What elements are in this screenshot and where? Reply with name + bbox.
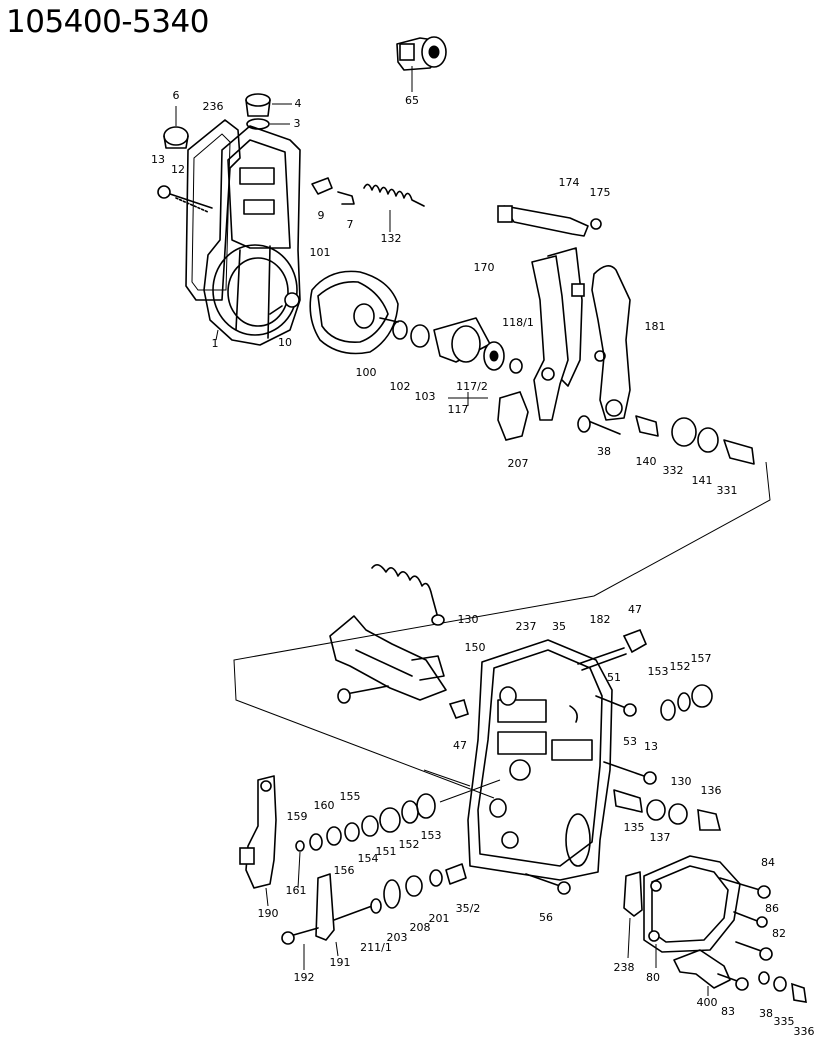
part-label: 130	[458, 613, 479, 626]
part-label: 35	[552, 620, 566, 633]
part-label: 336	[794, 1025, 815, 1038]
part-label: 65	[405, 94, 419, 107]
part-label: 117	[448, 403, 469, 416]
part-label: 80	[646, 971, 660, 984]
part-label: 47	[628, 603, 642, 616]
part-label: 332	[663, 464, 684, 477]
part-label: 153	[421, 829, 442, 842]
part-label: 201	[429, 912, 450, 925]
part-label: 83	[721, 1005, 735, 1018]
part-label: 53	[623, 735, 637, 748]
part-label: 190	[258, 907, 279, 920]
part-label: 237	[516, 620, 537, 633]
part-label: 191	[330, 956, 351, 969]
part-label: 12	[171, 163, 185, 176]
part-label: 152	[670, 660, 691, 673]
part-label: 160	[314, 799, 335, 812]
part-label: 47	[453, 739, 467, 752]
part-label: 6	[173, 89, 180, 102]
part-label: 38	[759, 1007, 773, 1020]
part-label: 38	[597, 445, 611, 458]
main-housing-drawing	[448, 628, 722, 881]
part-label: 170	[474, 261, 495, 274]
part-label: 136	[701, 784, 722, 797]
part-label: 86	[765, 902, 779, 915]
part-label: 3	[294, 117, 301, 130]
part-label: 10	[278, 336, 292, 349]
part-label: 100	[356, 366, 377, 379]
part-label: 141	[692, 474, 713, 487]
part-label: 175	[590, 186, 611, 199]
part-label: 9	[318, 209, 325, 222]
part-label: 161	[286, 884, 307, 897]
tension-lever-drawing	[497, 205, 755, 465]
part-label: 155	[340, 790, 361, 803]
part-label: 335	[774, 1015, 795, 1028]
part-label: 135	[624, 821, 645, 834]
part-label: 203	[387, 931, 408, 944]
part-label: 207	[508, 457, 529, 470]
part-label: 154	[358, 852, 379, 865]
part-label: 7	[347, 218, 354, 231]
part-label: 151	[376, 845, 397, 858]
part-label: 102	[390, 380, 411, 393]
coupling-65-drawing	[396, 36, 447, 92]
flyweight-assembly-drawing	[309, 270, 523, 406]
part-label: 400	[697, 996, 718, 1009]
part-label: 331	[717, 484, 738, 497]
part-label: 84	[761, 856, 775, 869]
part-label: 132	[381, 232, 402, 245]
part-label: 82	[772, 927, 786, 940]
part-label: 156	[334, 864, 355, 877]
part-label: 51	[607, 671, 621, 684]
part-label: 35/2	[456, 902, 481, 915]
part-label: 192	[294, 971, 315, 984]
part-label: 181	[645, 320, 666, 333]
part-label: 208	[410, 921, 431, 934]
part-label: 174	[559, 176, 580, 189]
part-label: 157	[691, 652, 712, 665]
control-lever-drawing	[329, 564, 447, 704]
part-label: 238	[614, 961, 635, 974]
part-label: 103	[415, 390, 436, 403]
part-label: 56	[539, 911, 553, 924]
part-label: 1	[212, 337, 219, 350]
part-label: 159	[287, 810, 308, 823]
part-label: 130	[671, 775, 692, 788]
part-label: 118/1	[502, 316, 534, 329]
part-label: 13	[151, 153, 165, 166]
end-cover-drawing	[623, 855, 807, 1003]
part-number-title: 105400-5340	[6, 4, 209, 40]
assembly-guide-lines	[233, 461, 771, 799]
governor-housing-drawing	[157, 93, 425, 346]
part-label: 153	[648, 665, 669, 678]
part-label: 4	[295, 97, 302, 110]
part-label: 152	[399, 838, 420, 851]
part-label: 150	[465, 641, 486, 654]
part-label: 211/1	[360, 941, 392, 954]
lower-lever-drawing	[239, 775, 571, 970]
part-label: 182	[590, 613, 611, 626]
part-label: 101	[310, 246, 331, 259]
part-label: 13	[644, 740, 658, 753]
part-label: 140	[636, 455, 657, 468]
part-label: 236	[203, 100, 224, 113]
part-label: 137	[650, 831, 671, 844]
part-label: 117/2	[456, 380, 488, 393]
